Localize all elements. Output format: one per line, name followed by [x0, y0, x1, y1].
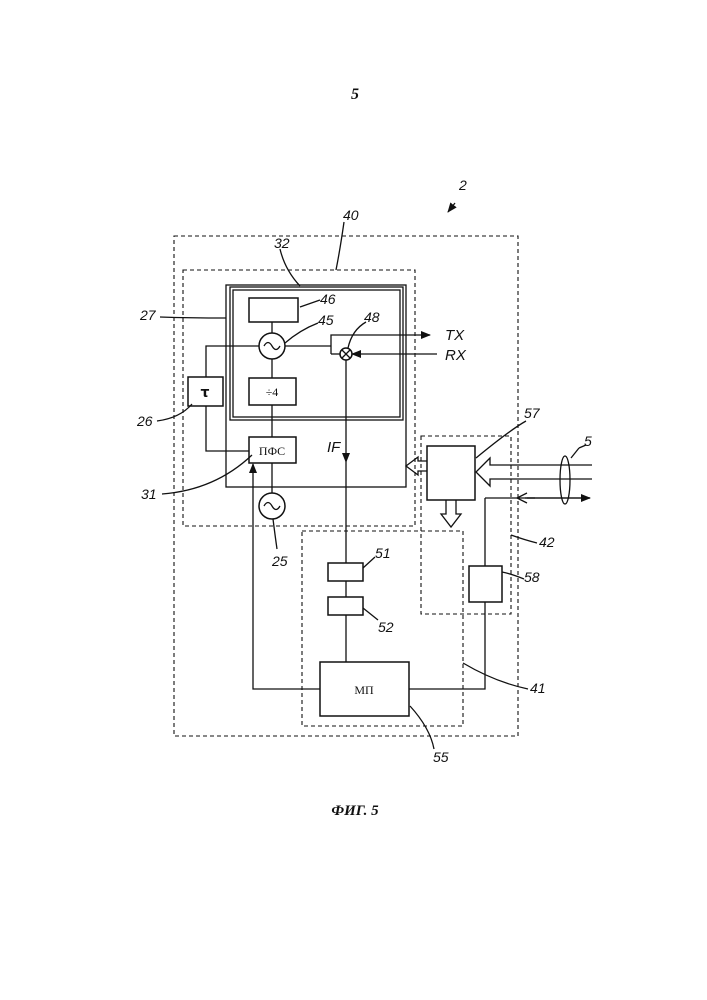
block-52	[328, 597, 363, 615]
pfs-label: ПФС	[259, 444, 285, 458]
ref-58: 58	[524, 569, 540, 585]
block-51	[328, 563, 363, 581]
ref-46: 46	[320, 291, 336, 307]
block-57	[427, 446, 475, 500]
block-58	[469, 566, 502, 602]
block-46	[249, 298, 298, 322]
delay-label: τ	[201, 385, 210, 401]
rx-label: RX	[445, 347, 467, 364]
ref-42: 42	[539, 534, 555, 550]
ref-57: 57	[524, 405, 541, 421]
ref-26: 26	[136, 413, 153, 429]
ref-25: 25	[271, 553, 288, 569]
ref-52: 52	[378, 619, 394, 635]
mp-label: МП	[354, 683, 374, 697]
divider-label: ÷4	[266, 385, 279, 399]
hollow-arrow-57-to-chip	[406, 457, 427, 475]
hollow-arrow-57-down	[441, 500, 461, 527]
ref-31: 31	[141, 486, 157, 502]
ref-55: 55	[433, 749, 449, 765]
ref-2: 2	[458, 177, 467, 193]
if-label: IF	[327, 439, 341, 456]
ref-48: 48	[364, 309, 380, 325]
ref-51: 51	[375, 545, 391, 561]
figure-caption: ФИГ. 5	[300, 803, 410, 820]
ref-41: 41	[530, 680, 546, 696]
hollow-arrow-bus-into-57	[476, 458, 592, 486]
tx-label: TX	[445, 327, 465, 344]
ref-40: 40	[343, 207, 359, 223]
ref-32: 32	[274, 235, 290, 251]
bus-loop-symbol	[560, 456, 570, 504]
ref-45: 45	[318, 312, 334, 328]
ref-27: 27	[139, 307, 157, 323]
ref-5: 5	[584, 433, 592, 449]
